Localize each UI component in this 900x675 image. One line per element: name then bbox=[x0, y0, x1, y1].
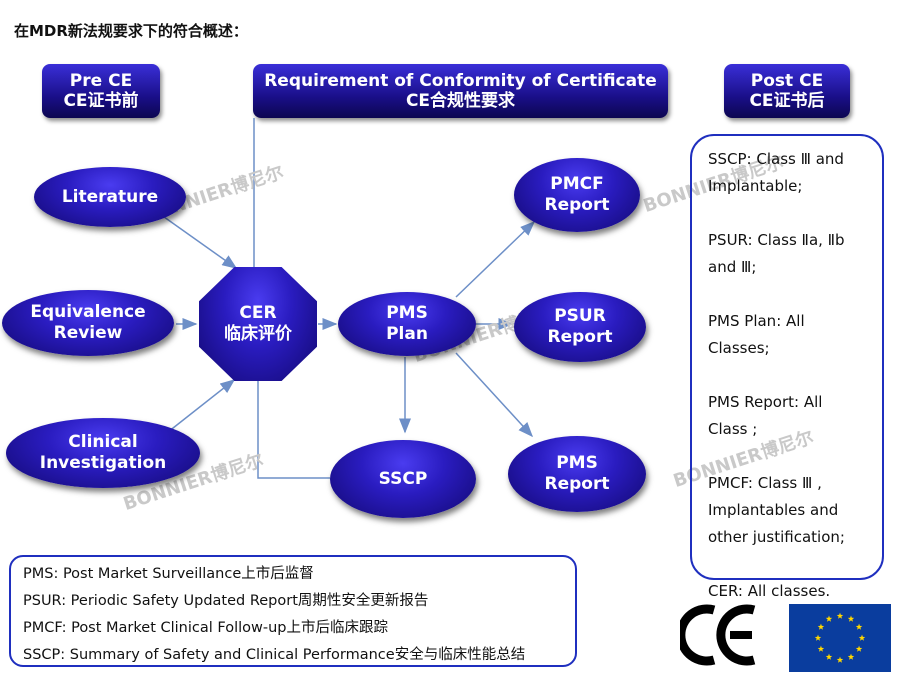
pre-ce-header-line2: CE证书前 bbox=[63, 91, 139, 111]
arrow-clinical-cer bbox=[167, 379, 236, 433]
node-pms-report-line1: PMS bbox=[556, 453, 598, 473]
arrow-pmsplan-pmsreport bbox=[455, 352, 534, 438]
node-equivalence-line2: Review bbox=[53, 323, 123, 343]
eu-star-icon bbox=[825, 615, 833, 622]
legend-item: PMS: Post Market Surveillance上市后监督 bbox=[23, 566, 314, 582]
node-clinical-line2: Investigation bbox=[39, 453, 167, 473]
node-pmcf-report: PMCF Report bbox=[514, 158, 640, 232]
requirement-header: Requirement of Conformity of Certificate… bbox=[253, 64, 668, 118]
post-item: SSCP: Class Ⅲ and Implantable; bbox=[708, 150, 844, 195]
eu-star-icon bbox=[825, 653, 833, 660]
node-clinical-line1: Clinical bbox=[68, 432, 138, 452]
eu-star-icon bbox=[836, 612, 844, 619]
eu-star-icon bbox=[847, 615, 855, 622]
node-pms-plan: PMS Plan bbox=[338, 292, 476, 356]
node-sscp-label: SSCP bbox=[378, 468, 428, 489]
node-cer-line1: CER bbox=[239, 303, 277, 323]
post-item: PMS Plan: All Classes; bbox=[708, 312, 805, 357]
eu-star-icon bbox=[817, 645, 825, 652]
line-cer-sscp bbox=[257, 381, 330, 479]
post-item: PSUR: Class Ⅱa, Ⅱb and Ⅲ; bbox=[708, 231, 845, 276]
node-psur-report: PSUR Report bbox=[514, 292, 646, 362]
legend-item: PMCF: Post Market Clinical Follow-up上市后临… bbox=[23, 620, 388, 636]
post-item: CER: All classes. bbox=[708, 582, 831, 600]
legend-item: PSUR: Periodic Safety Updated Report周期性安… bbox=[23, 593, 429, 609]
node-cer-line2: 临床评价 bbox=[224, 324, 292, 344]
node-literature-label: Literature bbox=[61, 186, 159, 207]
page-title: 在MDR新法规要求下的符合概述： bbox=[14, 22, 248, 40]
node-psur-line1: PSUR bbox=[554, 306, 606, 326]
abbreviation-legend: PMS: Post Market Surveillance上市后监督 PSUR:… bbox=[9, 555, 577, 667]
node-pms-report-line2: Report bbox=[544, 474, 610, 494]
node-pmcf-line2: Report bbox=[544, 195, 610, 215]
legend-item: SSCP: Summary of Safety and Clinical Per… bbox=[23, 647, 526, 663]
eu-star-icon bbox=[847, 653, 855, 660]
node-cer: CER 临床评价 bbox=[199, 267, 317, 381]
eu-star-icon bbox=[858, 634, 866, 641]
node-pms-report: PMS Report bbox=[508, 436, 646, 512]
eu-star-icon bbox=[836, 656, 844, 663]
pre-ce-header-line1: Pre CE bbox=[69, 71, 133, 91]
node-literature: Literature bbox=[34, 167, 186, 227]
eu-star-icon bbox=[855, 645, 863, 652]
arrow-pmsplan-pmcf bbox=[455, 220, 536, 298]
node-pms-plan-line1: PMS bbox=[386, 303, 428, 323]
post-item: PMCF: Class Ⅲ , Implantables and other j… bbox=[708, 474, 845, 546]
requirement-header-line2: CE合规性要求 bbox=[405, 91, 516, 111]
node-pms-plan-line2: Plan bbox=[386, 324, 428, 344]
post-ce-requirements-box: SSCP: Class Ⅲ and Implantable; PSUR: Cla… bbox=[690, 134, 884, 600]
eu-star-icon bbox=[814, 634, 822, 641]
node-clinical-investigation: Clinical Investigation bbox=[6, 418, 200, 488]
post-ce-header: Post CE CE证书后 bbox=[724, 64, 850, 118]
requirement-header-line1: Requirement of Conformity of Certificate bbox=[264, 71, 657, 91]
eu-flag-icon bbox=[789, 604, 891, 672]
pre-ce-header: Pre CE CE证书前 bbox=[42, 64, 160, 118]
post-ce-header-line2: CE证书后 bbox=[749, 91, 825, 111]
node-equivalence-review: Equivalence Review bbox=[2, 290, 174, 356]
ce-mark-logo bbox=[680, 604, 756, 666]
post-item: PMS Report: All Class ; bbox=[708, 393, 823, 438]
node-psur-line2: Report bbox=[547, 327, 613, 347]
eu-star-icon bbox=[817, 623, 825, 630]
post-ce-header-line1: Post CE bbox=[750, 71, 824, 91]
node-pmcf-line1: PMCF bbox=[550, 174, 604, 194]
node-equivalence-line1: Equivalence bbox=[30, 302, 146, 322]
node-sscp: SSCP bbox=[330, 440, 476, 518]
eu-star-icon bbox=[855, 623, 863, 630]
